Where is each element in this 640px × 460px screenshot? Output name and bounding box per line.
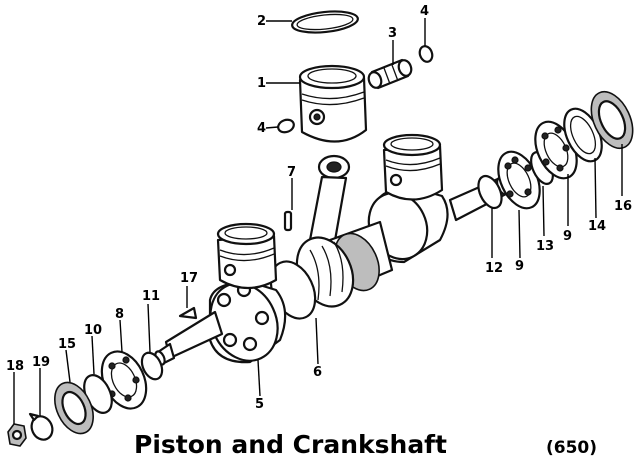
callout-7: 7 xyxy=(287,165,296,180)
locating-pin xyxy=(283,210,293,232)
lock-washer-19 xyxy=(28,412,54,441)
callout-16: 16 xyxy=(614,199,632,214)
callout-3: 3 xyxy=(388,26,397,41)
callout-9-left: 9 xyxy=(515,259,524,274)
woodruff-key-17 xyxy=(178,306,198,320)
oil-seal-16 xyxy=(590,90,634,150)
diagram-title: Piston and Crankshaft xyxy=(134,430,447,459)
callout-4-top: 4 xyxy=(420,4,429,19)
callout-6: 6 xyxy=(313,365,322,380)
top-piston xyxy=(298,64,368,143)
circlip-left xyxy=(277,118,295,134)
left-piston xyxy=(216,222,278,290)
diagram-subtitle: (650) xyxy=(546,438,597,458)
callout-18: 18 xyxy=(6,359,24,374)
ring-11 xyxy=(140,351,164,381)
piston-ring xyxy=(291,10,359,34)
connecting-rod xyxy=(308,154,351,248)
callout-1: 1 xyxy=(257,76,266,91)
callout-14: 14 xyxy=(588,219,606,234)
callout-15: 15 xyxy=(58,337,76,352)
callout-2: 2 xyxy=(257,14,266,29)
callout-12: 12 xyxy=(485,261,503,276)
callout-4-left: 4 xyxy=(257,121,266,136)
callout-19: 19 xyxy=(32,355,50,370)
callout-13: 13 xyxy=(536,239,554,254)
callout-10: 10 xyxy=(84,323,102,338)
callout-11: 11 xyxy=(142,289,160,304)
circlip-right xyxy=(418,45,434,63)
left-bearing-8 xyxy=(100,350,148,410)
callout-8: 8 xyxy=(115,307,124,322)
callout-17: 17 xyxy=(180,271,198,286)
right-seal-ring-12 xyxy=(477,174,503,210)
leader-lines xyxy=(13,18,623,424)
oil-seal-15 xyxy=(54,381,94,435)
nut-18 xyxy=(7,423,27,447)
callout-5: 5 xyxy=(255,397,264,412)
wrist-pin xyxy=(367,58,413,90)
right-piston xyxy=(382,133,444,201)
callout-9-right: 9 xyxy=(563,229,572,244)
